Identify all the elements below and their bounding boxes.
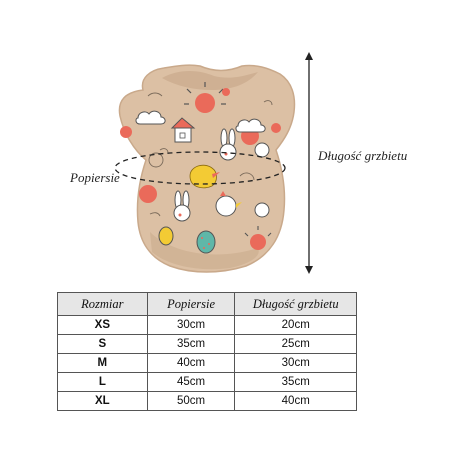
house-motif xyxy=(170,117,196,143)
sun-motif xyxy=(184,82,226,113)
fruit-motif xyxy=(158,226,216,254)
header-back-length: Długość grzbietu xyxy=(234,292,357,316)
table-row: L 45cm 35cm xyxy=(57,372,357,392)
chest-label: Popiersie xyxy=(70,170,120,185)
size-chart-table: Rozmiar Popiersie Długość grzbietu XS 30… xyxy=(57,292,357,411)
size-cell: M xyxy=(57,353,148,373)
size-cell: XL xyxy=(57,391,148,411)
back-length-cell: 35cm xyxy=(234,372,357,392)
back-length-arrow xyxy=(305,52,313,274)
table-header-row: Rozmiar Popiersie Długość grzbietu xyxy=(57,292,357,316)
chest-cell: 40cm xyxy=(146,353,236,373)
header-size: Rozmiar xyxy=(57,292,148,316)
chest-cell: 50cm xyxy=(146,391,236,411)
bunny-motif xyxy=(173,128,237,222)
chest-measure-ellipse xyxy=(114,151,286,185)
chest-cell: 45cm xyxy=(146,372,236,392)
table-row: M 40cm 30cm xyxy=(57,353,357,373)
back-length-cell: 20cm xyxy=(234,315,357,335)
table-row: XL 50cm 40cm xyxy=(57,391,357,411)
size-cell: S xyxy=(57,334,148,354)
back-length-cell: 25cm xyxy=(234,334,357,354)
back-length-label: Długość grzbietu xyxy=(318,148,408,163)
header-chest: Popiersie xyxy=(146,292,236,316)
size-cell: L xyxy=(57,372,148,392)
back-length-cell: 40cm xyxy=(234,391,357,411)
chest-cell: 30cm xyxy=(146,315,236,335)
product-illustration xyxy=(114,52,313,274)
dog-sweater-image xyxy=(118,64,296,273)
table-row: XS 30cm 20cm xyxy=(57,315,357,335)
table-row: S 35cm 25cm xyxy=(57,334,357,354)
chest-cell: 35cm xyxy=(146,334,236,354)
chick-motif xyxy=(189,164,220,189)
back-length-cell: 30cm xyxy=(234,353,357,373)
size-cell: XS xyxy=(57,315,148,335)
